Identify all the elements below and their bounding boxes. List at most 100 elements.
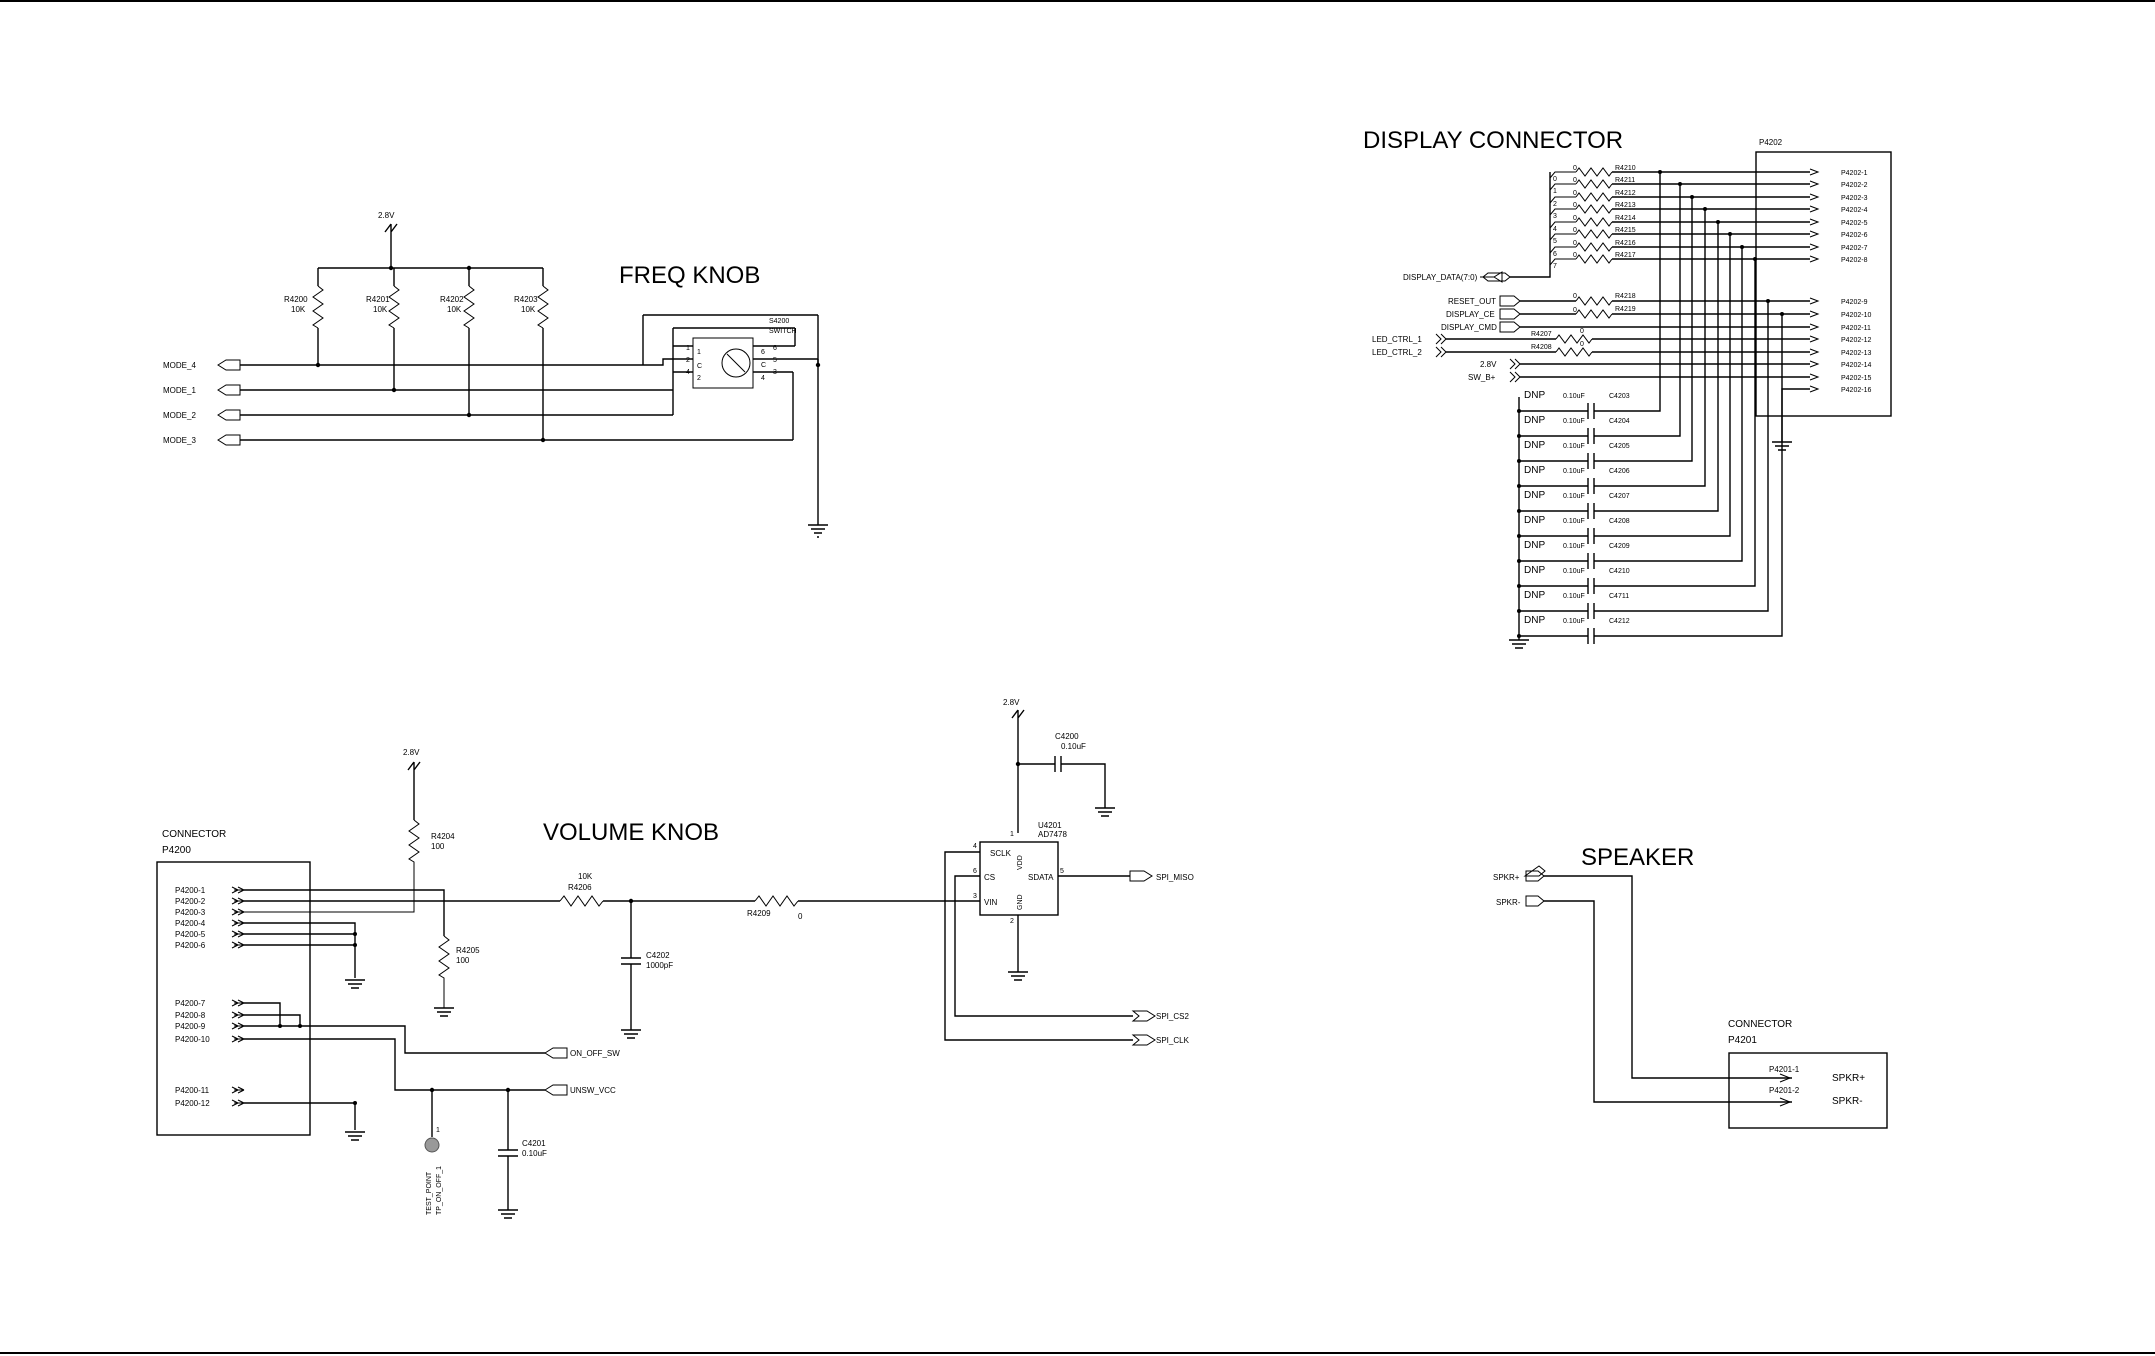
dnp-capacitor xyxy=(1519,184,1681,444)
series-resistor xyxy=(1575,254,1613,264)
unsw-vcc-port: UNSW_VCC xyxy=(570,1086,616,1095)
p4200-pin-label: P4200-3 xyxy=(175,908,206,917)
p4202-pin-arrow xyxy=(1809,323,1820,331)
p4200-pin-label: P4200-12 xyxy=(175,1099,210,1108)
p4202-pin-label: P4202-5 xyxy=(1841,220,1868,227)
on-off-sw-port: ON_OFF_SW xyxy=(570,1049,620,1058)
svg-text:6: 6 xyxy=(973,868,977,875)
p4200-pin-label: P4200-7 xyxy=(175,999,206,1008)
svg-text:10K: 10K xyxy=(447,305,462,314)
speaker-section: SPEAKER SPKR+ SPKR- CONNECTOR P4201 P420… xyxy=(1493,844,1888,1129)
p4200-pin-arrow xyxy=(231,908,245,916)
svg-text:3: 3 xyxy=(973,893,977,900)
p4200-pin-arrow xyxy=(231,941,245,949)
svg-text:R4200: R4200 xyxy=(284,295,308,304)
adc-supply-label: 2.8V xyxy=(1003,698,1020,707)
svg-text:0.10uF: 0.10uF xyxy=(1563,468,1585,475)
freq-resistor-r4201: R4201 10K xyxy=(366,268,400,390)
p4200-pin-arrow xyxy=(231,1035,245,1043)
svg-text:R4201: R4201 xyxy=(366,295,390,304)
p4200-pin-arrow xyxy=(231,886,245,894)
svg-text:R4216: R4216 xyxy=(1615,240,1636,247)
svg-text:C: C xyxy=(697,363,702,370)
freq-mode-ports: MODE_4 MODE_1 MODE_2 MODE_3 xyxy=(163,359,793,446)
p4202-pin-arrow xyxy=(1809,310,1820,318)
svg-text:10K: 10K xyxy=(373,305,388,314)
svg-text:CONNECTOR: CONNECTOR xyxy=(162,829,226,840)
svg-text:6: 6 xyxy=(761,349,765,356)
adc-section: 2.8V C4200 0.10uF U4201 AD7478 SCLK CS V… xyxy=(944,698,1194,1046)
series-resistor xyxy=(1575,167,1613,177)
svg-text:MODE_2: MODE_2 xyxy=(163,411,196,420)
spkr-plus-port xyxy=(1525,870,1545,882)
svg-text:4: 4 xyxy=(1553,226,1557,233)
svg-text:0.10uF: 0.10uF xyxy=(1563,393,1585,400)
volume-knob-section: VOLUME KNOB CONNECTOR P4200 P4200-1P4200… xyxy=(156,748,980,1219)
svg-text:2: 2 xyxy=(686,357,690,364)
svg-text:C4207: C4207 xyxy=(1609,493,1630,500)
svg-text:6: 6 xyxy=(773,345,777,352)
test-point-icon xyxy=(424,1137,440,1153)
svg-text:DNP: DNP xyxy=(1524,615,1545,626)
svg-text:2: 2 xyxy=(1010,918,1014,925)
svg-text:CS: CS xyxy=(984,873,995,882)
p4200-pin-arrow xyxy=(231,1011,245,1019)
svg-text:C4201: C4201 xyxy=(522,1139,546,1148)
svg-text:R4213: R4213 xyxy=(1615,202,1636,209)
svg-text:R4214: R4214 xyxy=(1615,215,1636,222)
p4202-pin-label: P4202-4 xyxy=(1841,207,1868,214)
p4202-pin-label: P4202-8 xyxy=(1841,257,1868,264)
svg-text:C4206: C4206 xyxy=(1609,468,1630,475)
svg-text:0.10uF: 0.10uF xyxy=(1563,443,1585,450)
svg-text:C: C xyxy=(761,362,766,369)
svg-text:C4210: C4210 xyxy=(1609,568,1630,575)
svg-text:4: 4 xyxy=(761,375,765,382)
svg-text:0.10uF: 0.10uF xyxy=(1563,593,1585,600)
freq-resistor-r4203: R4203 10K xyxy=(514,268,549,440)
p4202-pin-label: P4202-9 xyxy=(1841,299,1868,306)
svg-text:VIN: VIN xyxy=(984,898,998,907)
p4200-pin-arrow xyxy=(231,919,245,927)
svg-text:RESET_OUT: RESET_OUT xyxy=(1448,297,1496,306)
svg-text:R4217: R4217 xyxy=(1615,252,1636,259)
p4202-pin-label: P4202-7 xyxy=(1841,245,1868,252)
svg-text:3: 3 xyxy=(773,369,777,376)
svg-text:R4211: R4211 xyxy=(1615,177,1635,184)
svg-text:0: 0 xyxy=(1573,202,1577,209)
p4202-pin-label: P4202-12 xyxy=(1841,337,1871,344)
p4202-pin-arrow xyxy=(1809,335,1820,343)
dnp-capacitor xyxy=(1519,209,1706,494)
series-resistor xyxy=(1575,179,1613,189)
svg-text:DNP: DNP xyxy=(1524,440,1545,451)
svg-text:0: 0 xyxy=(1580,341,1584,348)
svg-text:DNP: DNP xyxy=(1524,465,1545,476)
svg-text:R4215: R4215 xyxy=(1615,227,1636,234)
p4202-pin-label: P4202-3 xyxy=(1841,195,1868,202)
svg-text:C4711: C4711 xyxy=(1609,593,1629,600)
svg-text:1: 1 xyxy=(1010,831,1014,838)
p4200-pin-label: P4200-11 xyxy=(175,1086,210,1095)
svg-text:2.8V: 2.8V xyxy=(1480,360,1497,369)
svg-text:4: 4 xyxy=(686,369,690,376)
svg-text:4: 4 xyxy=(973,843,977,850)
svg-text:VDD: VDD xyxy=(1017,855,1024,870)
svg-text:0: 0 xyxy=(798,912,803,921)
svg-text:10K: 10K xyxy=(291,305,306,314)
p4202-pin-arrow xyxy=(1809,243,1820,251)
svg-text:SPKR-: SPKR- xyxy=(1496,898,1521,907)
series-resistor xyxy=(1575,242,1613,252)
svg-text:C4203: C4203 xyxy=(1609,393,1630,400)
svg-text:0.10uF: 0.10uF xyxy=(1563,568,1585,575)
p4202-pin-arrow xyxy=(1809,360,1820,368)
svg-text:0: 0 xyxy=(1573,252,1577,259)
series-resistor xyxy=(1575,192,1613,202)
svg-text:R4208: R4208 xyxy=(1531,344,1552,351)
spi-cs2-port: SPI_CS2 xyxy=(1156,1012,1189,1021)
p4200-pin-arrow xyxy=(231,1099,245,1107)
svg-text:R4203: R4203 xyxy=(514,295,538,304)
p4202-pin-arrow xyxy=(1809,193,1820,201)
dnp-capacitor xyxy=(1519,222,1719,519)
svg-text:SW_B+: SW_B+ xyxy=(1468,373,1496,382)
freq-supply-symbol xyxy=(384,223,398,268)
r4206-resistor xyxy=(559,895,604,907)
